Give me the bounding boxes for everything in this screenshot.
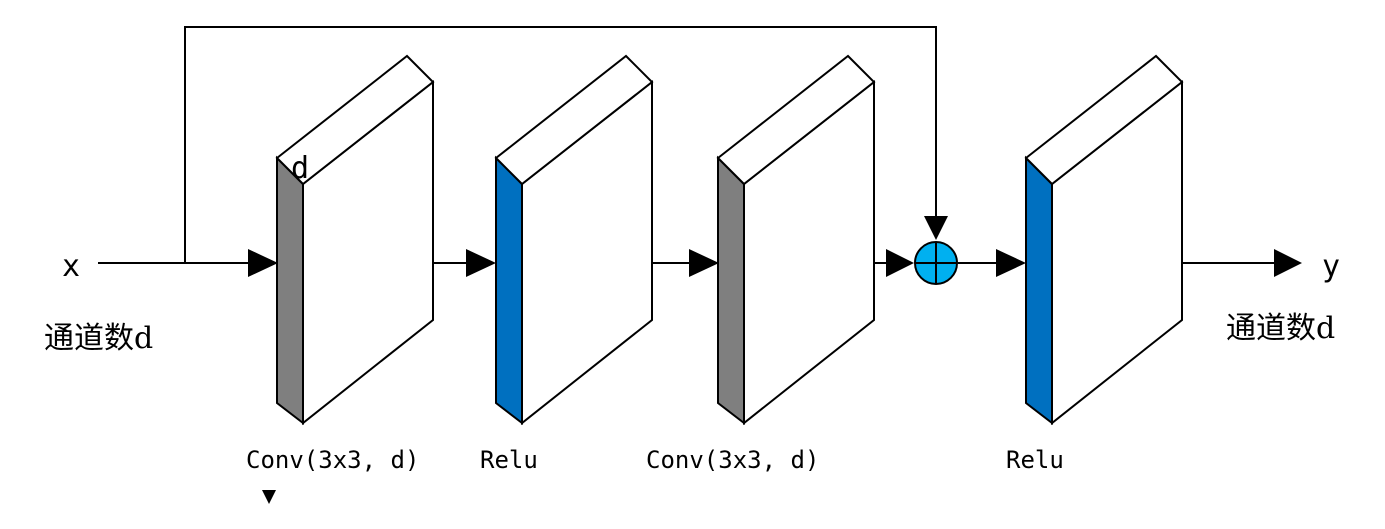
down-triangle-icon	[262, 490, 276, 504]
layer-side-face	[276, 155, 304, 426]
output-label: y	[1322, 249, 1340, 284]
skip-connection-arrowhead	[924, 216, 948, 240]
layer-side-face	[495, 155, 523, 426]
layer-label: Conv(3x3, d)	[246, 446, 419, 474]
output-channels-label: 通道数d	[1226, 311, 1335, 346]
layer-top-face	[275, 54, 435, 186]
depth-label: d	[291, 151, 309, 186]
layer-block: Relu	[1006, 54, 1184, 474]
layer-label: Relu	[480, 446, 538, 474]
layer-side-face	[1025, 155, 1053, 426]
layer-block: Relu	[480, 54, 654, 474]
layer-block: Conv(3x3, d)	[646, 54, 876, 474]
layer-side-face	[717, 155, 745, 426]
layer-top-face	[494, 54, 654, 186]
layer-top-face	[1024, 54, 1184, 186]
add-node	[914, 241, 958, 285]
input-label: x	[62, 249, 80, 284]
input-channels-label: 通道数d	[44, 321, 153, 356]
layer-top-face	[716, 54, 876, 186]
layer-label: Conv(3x3, d)	[646, 446, 819, 474]
skip-connection-line	[184, 26, 937, 263]
layer-label: Relu	[1006, 446, 1064, 474]
